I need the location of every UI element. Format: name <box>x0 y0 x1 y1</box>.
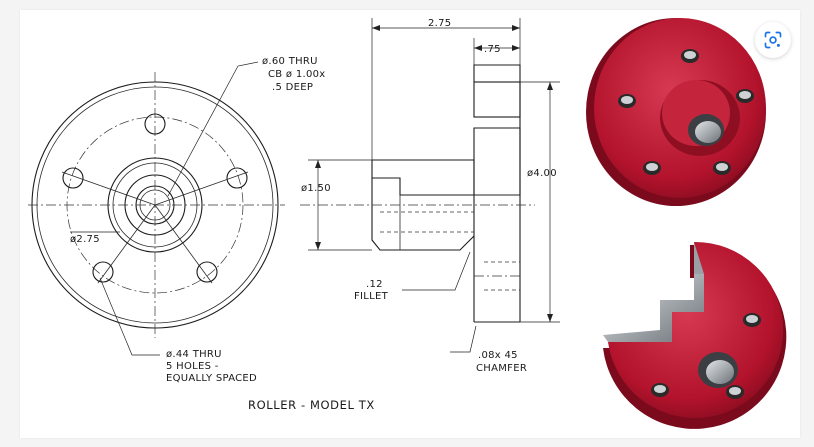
fillet-leader <box>402 251 471 291</box>
bolt-hole <box>144 113 166 135</box>
google-lens-button[interactable] <box>755 22 791 58</box>
thru-hole-note-2: CB ø 1.00x <box>268 69 326 80</box>
chamfer-note-1: .08x 45 <box>478 350 518 361</box>
bolt-holes-note-2: 5 HOLES - <box>166 361 219 372</box>
section-view <box>300 18 560 353</box>
bolt-holes-note-3: EQUALLY SPACED <box>166 373 257 384</box>
flange-thickness-dimension: .75 <box>484 44 501 55</box>
fillet-note-2: FILLET <box>354 291 389 302</box>
bolt-hole <box>226 167 248 189</box>
google-lens-icon <box>764 31 782 49</box>
overall-length-dimension: 2.75 <box>428 18 451 29</box>
render-section-part <box>603 241 787 429</box>
chamfer-note-2: CHAMFER <box>476 363 527 374</box>
hub-section <box>371 159 475 196</box>
outer-diameter-dimension: ø4.00 <box>527 168 557 179</box>
drawing-title: ROLLER - MODEL TX <box>248 398 375 412</box>
thru-hole-leader <box>167 61 259 197</box>
bolt-holes <box>62 113 248 283</box>
bolt-hole <box>62 167 84 189</box>
front-view <box>28 61 285 356</box>
render-full-part <box>586 18 766 206</box>
flange-upper-section <box>473 81 521 118</box>
bolt-hole <box>196 261 218 283</box>
fillet-note-1: .12 <box>366 279 383 290</box>
chamfer-leader <box>450 325 477 353</box>
hub-diameter-dimension: ø1.50 <box>301 183 331 194</box>
thru-hole-note-3: .5 DEEP <box>272 82 313 93</box>
bolt-hole <box>92 261 114 283</box>
thru-hole-note-1: ø.60 THRU <box>262 56 318 67</box>
bolt-circle-dimension: ø2.75 <box>70 234 100 245</box>
bolt-holes-note-1: ø.44 THRU <box>166 349 222 360</box>
bolt-holes-leader <box>99 277 160 356</box>
